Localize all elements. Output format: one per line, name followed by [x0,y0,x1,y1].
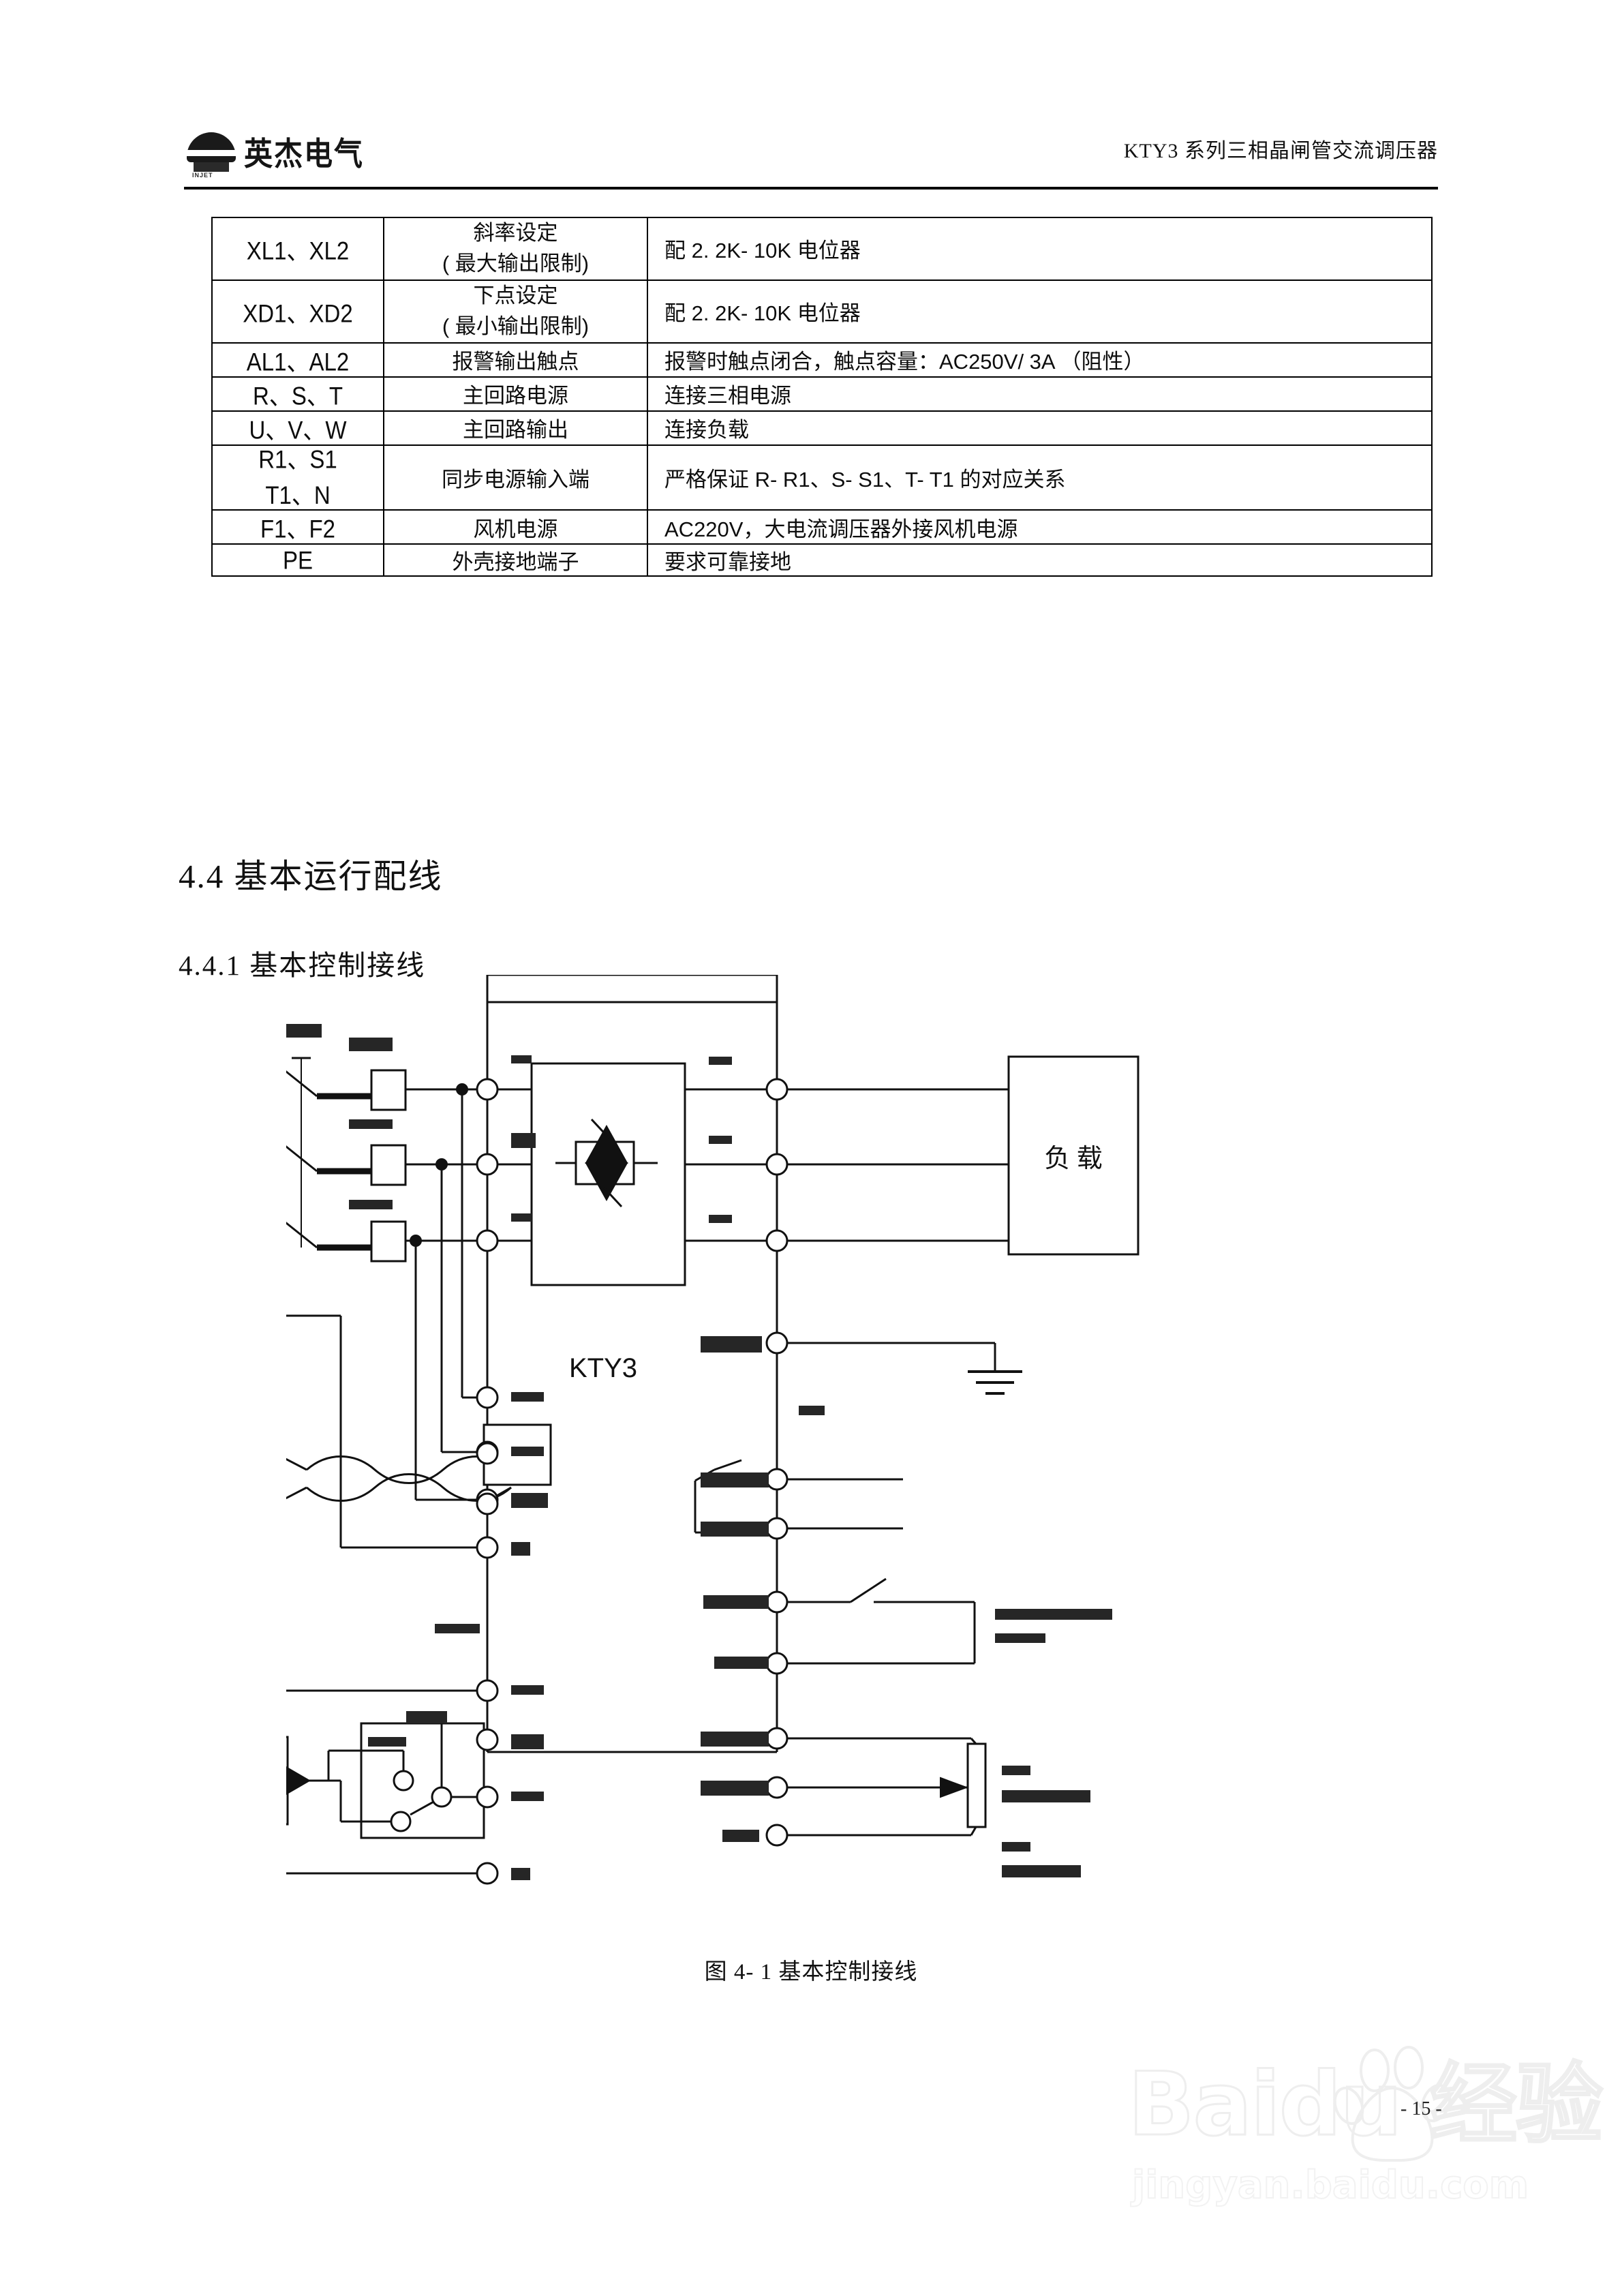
function-cell: 外壳接地端子 [383,543,648,577]
function-line-2: ( 最小输出限制) [442,314,590,338]
terminal-line-1: R1、S1 [258,444,337,474]
baidu-watermark: Baidu 经验 jingyan.baidu.com [1127,2042,1604,2219]
function-cell: 斜率设定 ( 最大输出限制) [383,217,648,281]
logo-band-shape [187,150,236,156]
redacted-labels [286,1024,1112,1880]
description-cell: AC220V，大电流调压器外接风机电源 [647,509,1433,545]
terminal-line-2: T1、N [265,481,331,509]
terminal-cell: XL1、XL2 [211,213,384,285]
description-cell: 要求可靠接地 [647,543,1433,577]
table-row: PE 外壳接地端子 要求可靠接地 [211,541,1433,579]
description-cell: 连接三相电源 [647,376,1433,412]
section-heading: 4.4 基本运行配线 [179,858,443,895]
description-cell: 配 2. 2K- 10K 电位器 [647,217,1433,281]
table-row: U、V、W 主回路输出 连接负载 [211,408,1433,448]
description-cell: 配 2. 2K- 10K 电位器 [647,279,1433,344]
table-row: F1、F2 风机电源 AC220V，大电流调压器外接风机电源 [211,507,1433,547]
terminal-cell: AL1、AL2 [211,339,384,380]
description-cell: 连接负载 [647,410,1433,446]
logo-wordmark: 英杰电气 [244,135,365,172]
terminal-cell: R、S、T [211,374,384,414]
description-cell: 报警时触点闭合，触点容量：AC250V/ 3A （阻性） [647,342,1433,378]
logo-base-shape [194,162,229,172]
function-line-1: 下点设定 [473,283,558,307]
terminal-specification-table: XL1、XL2 斜率设定 ( 最大输出限制) 配 2. 2K- 10K 电位器 … [211,213,1433,579]
function-cell: 主回路输出 [383,410,648,446]
function-cell: 同步电源输入端 [383,444,648,511]
terminal-cell: F1、F2 [211,507,384,547]
table-row: XL1、XL2 斜率设定 ( 最大输出限制) 配 2. 2K- 10K 电位器 [211,213,1433,285]
page-header: INJET 英杰电气 KTY3 系列三相晶闸管交流调压器 [184,121,1438,196]
function-cell: 下点设定 ( 最小输出限制) [383,279,648,344]
logo-mark-icon: INJET [184,132,239,179]
device-label: KTY3 [569,1353,637,1383]
logo-subtext: INJET [192,172,213,179]
table-row: R、S、T 主回路电源 连接三相电源 [211,374,1433,414]
watermark-url-text: jingyan.baidu.com [1131,2162,1529,2208]
function-cell: 报警输出触点 [383,342,648,378]
table-row: AL1、AL2 报警输出触点 报警时触点闭合，触点容量：AC250V/ 3A （… [211,339,1433,380]
table-row: XD1、XD2 下点设定 ( 最小输出限制) 配 2. 2K- 10K 电位器 [211,275,1433,348]
logo-dome-shape [187,132,236,162]
subsection-heading: 4.4.1 基本控制接线 [179,950,426,981]
wiring-diagram: KTY3 负 载 [286,975,1349,1943]
header-title: KTY3 系列三相晶闸管交流调压器 [1123,140,1438,162]
function-cell: 主回路电源 [383,376,648,412]
wiring-diagram-svg: KTY3 负 载 [286,975,1139,1885]
terminal-cell: R1、S1 T1、N [211,440,384,515]
page-number: - 15 - [1401,2098,1442,2119]
terminal-cell: PE [211,541,384,579]
table-row: R1、S1 T1、N 同步电源输入端 严格保证 R- R1、S- S1、T- T… [211,440,1433,515]
load-label: 负 载 [1044,1145,1103,1173]
terminal-cell: XD1、XD2 [211,275,384,348]
watermark-main-text: Baidu 经验 [1127,2053,1604,2157]
function-line-2: ( 最大输出限制) [442,251,590,275]
function-cell: 风机电源 [383,509,648,545]
description-cell: 严格保证 R- R1、S- S1、T- T1 的对应关系 [647,444,1433,511]
figure-caption: 图 4- 1 基本控制接线 [704,1960,918,1984]
baidu-paw-icon [1333,2046,1452,2162]
header-divider [184,187,1438,190]
function-line-1: 斜率设定 [473,221,558,245]
company-logo: INJET 英杰电气 [184,125,382,179]
